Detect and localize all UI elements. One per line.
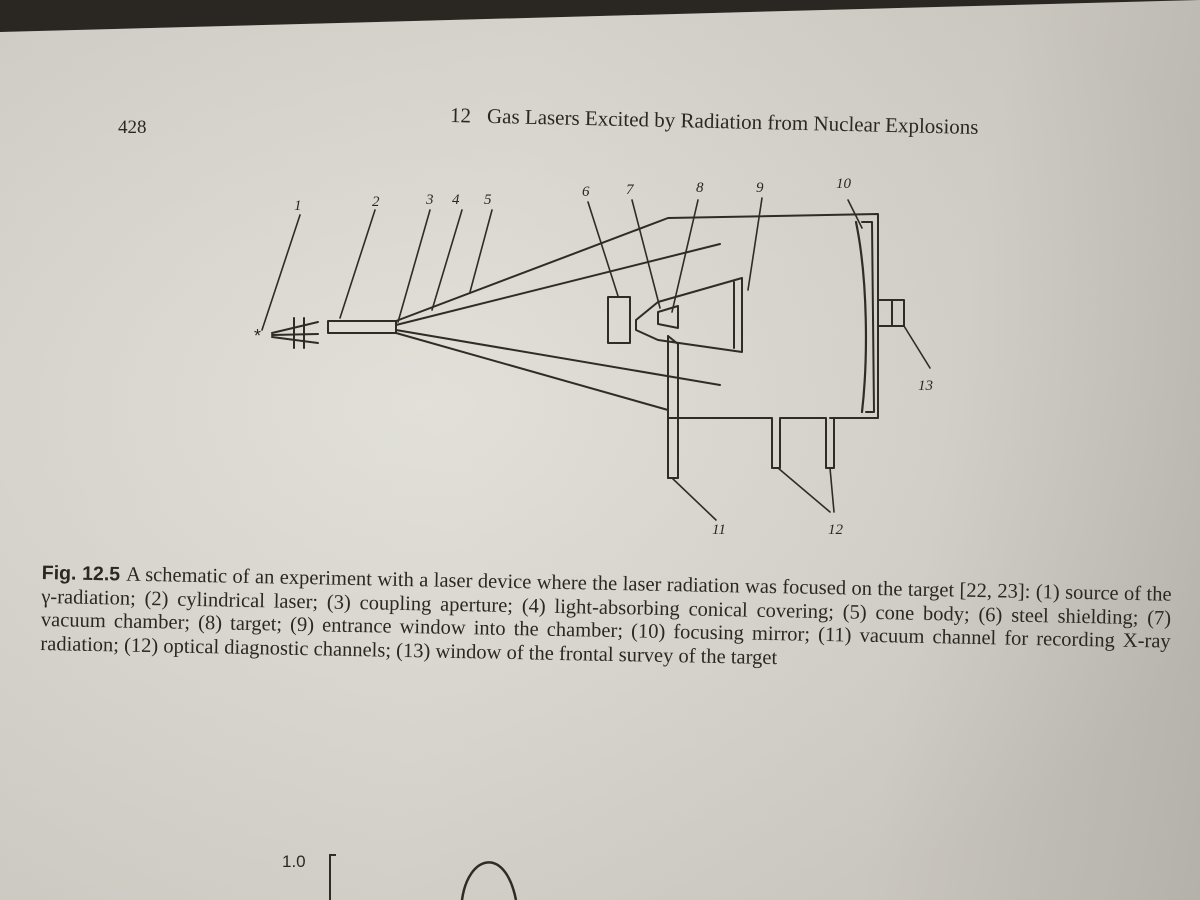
steel-shielding [607,296,631,344]
callout-1: 1 [294,198,302,214]
callout-12: 12 [828,522,844,538]
callout-2: 2 [372,194,380,210]
callout-11: 11 [712,522,726,538]
callout-6: 6 [582,184,590,200]
gamma-source-arrows [271,317,319,349]
callout-9: 9 [756,180,764,196]
callout-10: 10 [836,176,852,192]
callout-13: 13 [918,378,933,394]
next-figure-axis-label: 1.0 [282,852,306,872]
cylindrical-laser [327,320,397,334]
callout-7: 7 [626,182,635,198]
page-number: 428 [118,117,147,138]
callout-3: 3 [425,192,434,208]
callout-5: 5 [484,192,492,208]
callout-8: 8 [696,180,704,196]
gamma-source-star: * [254,326,261,346]
axis-value: 1.0 [282,852,306,871]
focusing-mirror [854,220,868,414]
callout-4: 4 [452,192,460,208]
